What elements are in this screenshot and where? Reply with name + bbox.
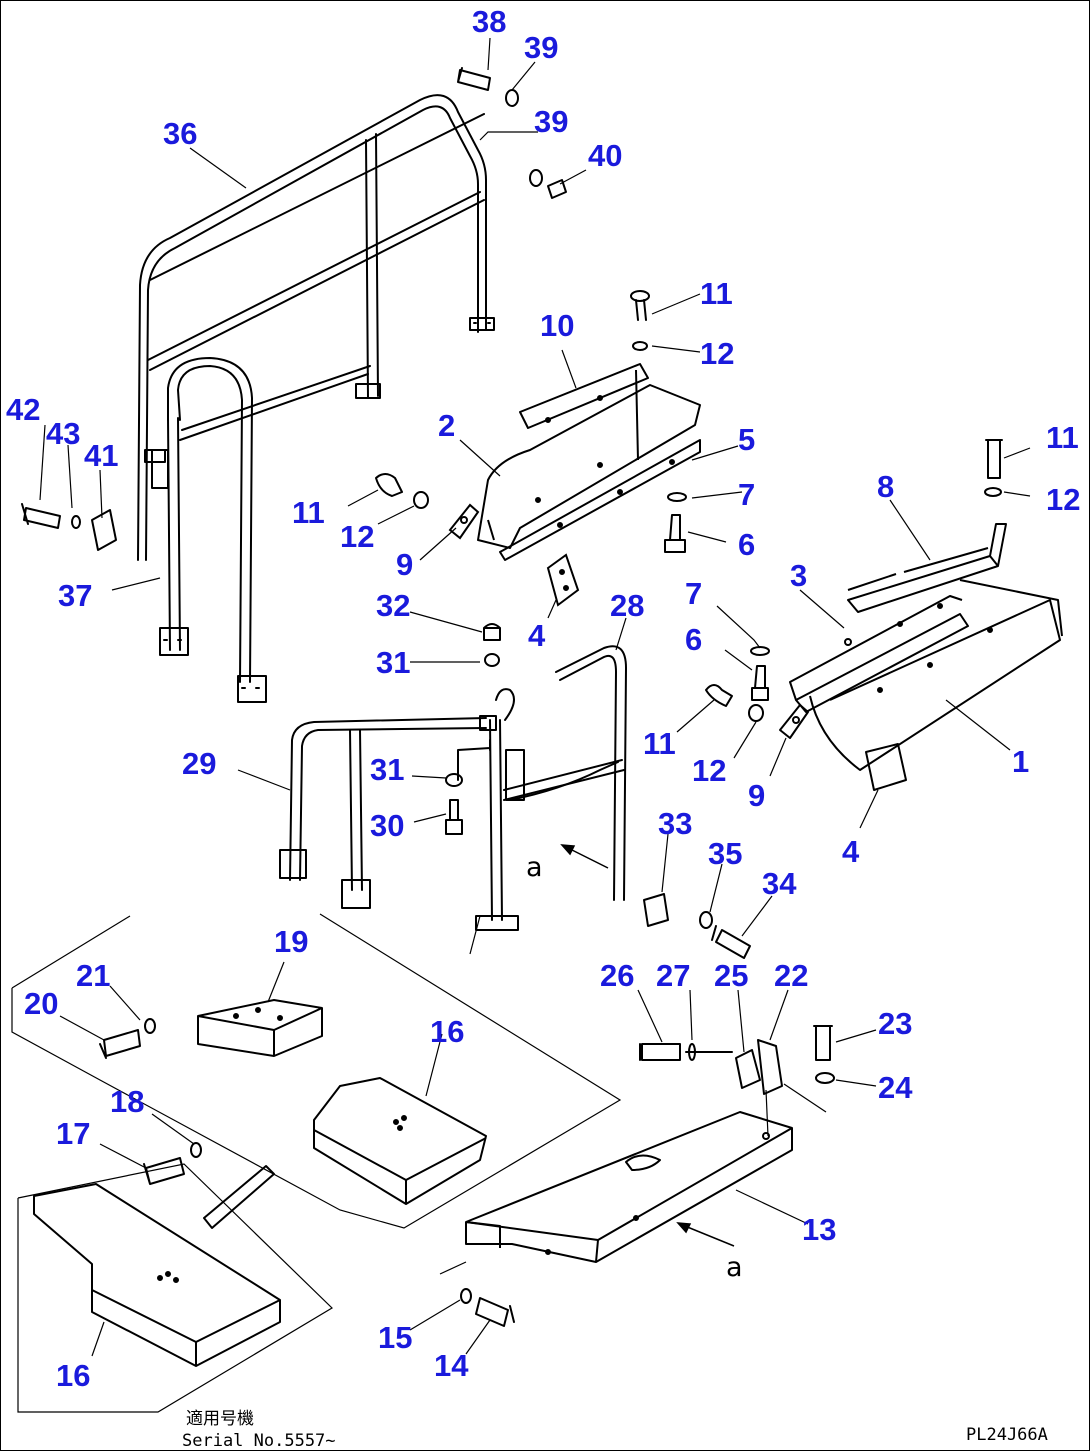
callout-11: 11 — [1046, 420, 1079, 455]
callout-7: 7 — [738, 477, 755, 512]
callout-30: 30 — [370, 808, 404, 843]
callout-28: 28 — [610, 588, 644, 623]
view-label-a-upper: a — [526, 852, 543, 883]
callout-41: 41 — [84, 438, 118, 473]
callout-11: 11 — [700, 276, 733, 311]
leader-lines — [39, 37, 1031, 1357]
handrail-36 — [137, 94, 495, 561]
callout-33: 33 — [658, 806, 692, 841]
callout-8: 8 — [877, 469, 894, 504]
callout-43: 43 — [46, 416, 80, 451]
callout-22: 22 — [774, 958, 808, 993]
callout-26: 26 — [600, 958, 634, 993]
callout-12: 12 — [700, 336, 734, 371]
callout-37: 37 — [58, 578, 92, 613]
callout-12: 12 — [1046, 482, 1080, 517]
callout-31: 31 — [370, 752, 404, 787]
callout-42: 42 — [6, 392, 40, 427]
callout-20: 20 — [24, 986, 58, 1021]
cover-2 — [477, 363, 701, 561]
callout-3: 3 — [790, 558, 807, 593]
bracket-4-upper — [546, 553, 580, 607]
callout-12: 12 — [692, 753, 726, 788]
callout-1: 1 — [1012, 744, 1029, 779]
callout-4: 4 — [528, 618, 546, 653]
fasteners — [21, 67, 1003, 1327]
callout-6: 6 — [685, 622, 702, 657]
callout-14: 14 — [434, 1348, 469, 1383]
callout-32: 32 — [376, 588, 410, 623]
callout-16: 16 — [56, 1358, 90, 1393]
view-label-a-lower: a — [726, 1252, 743, 1283]
callout-31: 31 — [376, 645, 410, 680]
callout-36: 36 — [163, 116, 197, 151]
handrail-28-29 — [279, 645, 627, 931]
bracket-9-upper — [448, 503, 480, 540]
callout-19: 19 — [274, 924, 308, 959]
callout-27: 27 — [656, 958, 690, 993]
callout-18: 18 — [110, 1084, 144, 1119]
callout-39: 39 — [534, 104, 568, 139]
callout-16: 16 — [430, 1014, 464, 1049]
callout-15: 15 — [378, 1320, 412, 1355]
callout-2: 2 — [438, 408, 455, 443]
applicability-label: 適用号機 — [186, 1409, 254, 1429]
callout-21: 21 — [76, 958, 110, 993]
callout-23: 23 — [878, 1006, 912, 1041]
callout-labels: 38 39 39 40 36 11 12 10 2 5 7 6 11 12 8 … — [6, 4, 1080, 1393]
callout-11: 11 — [643, 726, 676, 761]
view-arrows — [560, 844, 735, 1247]
callout-34: 34 — [762, 866, 797, 901]
callout-9: 9 — [748, 778, 765, 813]
callout-39: 39 — [524, 30, 558, 65]
callout-12: 12 — [340, 519, 374, 554]
frame-1-3-8 — [779, 523, 1063, 791]
step-plates — [33, 999, 793, 1367]
region-outlines — [11, 913, 622, 1413]
callout-7: 7 — [685, 576, 702, 611]
callout-11: 11 — [292, 495, 325, 530]
callout-24: 24 — [878, 1070, 913, 1105]
serial-number-note: Serial No.5557~ — [182, 1431, 336, 1451]
callout-13: 13 — [802, 1212, 836, 1247]
callout-17: 17 — [56, 1116, 90, 1151]
callout-5: 5 — [738, 422, 755, 457]
callout-40: 40 — [588, 138, 622, 173]
callout-29: 29 — [182, 746, 216, 781]
callout-9: 9 — [396, 547, 413, 582]
callout-10: 10 — [540, 308, 574, 343]
callout-6: 6 — [738, 527, 755, 562]
callout-25: 25 — [714, 958, 748, 993]
callout-4: 4 — [842, 834, 860, 869]
callout-35: 35 — [708, 836, 742, 871]
callout-38: 38 — [472, 4, 506, 39]
drawing-code: PL24J66A — [966, 1425, 1048, 1445]
handrail-37 — [151, 357, 371, 703]
